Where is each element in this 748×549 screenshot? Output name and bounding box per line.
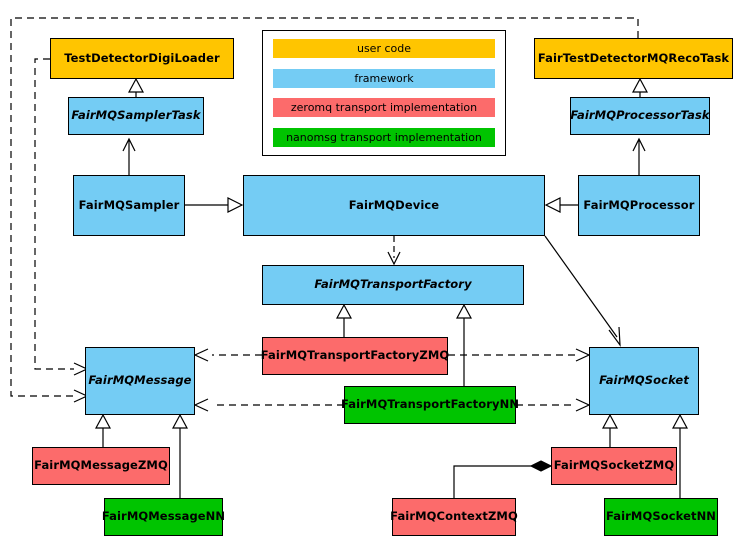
legend-item-zeromq: zeromq transport implementation (273, 98, 495, 118)
class-box-fairmqmessagenn[interactable]: FairMQMessageNN (101, 498, 226, 536)
class-label: FairTestDetectorMQRecoTask (537, 50, 730, 65)
class-box-fairtestdetectormqrecotask[interactable]: FairTestDetectorMQRecoTask (534, 38, 733, 79)
edge-tfnn-to-message (193, 398, 344, 412)
class-box-fairmqtransportfactorynn[interactable]: FairMQTransportFactoryNN (340, 386, 520, 424)
class-label: FairMQTransportFactoryNN (340, 397, 520, 412)
edge-tfnn-to-socket (516, 398, 591, 412)
class-label: FairMQSocketNN (605, 509, 717, 524)
edge-sampler-to-device (185, 197, 244, 213)
class-label: FairMQTransportFactory (314, 277, 472, 292)
edge-device-to-transportfactory (387, 236, 401, 266)
class-box-fairmqtransportfactoryzmq[interactable]: FairMQTransportFactoryZMQ (260, 337, 450, 375)
edge-device-to-socket (544, 235, 621, 347)
edge-samplertask-digiloader (127, 77, 145, 97)
class-label: TestDetectorDigiLoader (64, 50, 220, 65)
class-box-fairmqsocketnn[interactable]: FairMQSocketNN (604, 498, 718, 536)
class-box-fairmqsamplertask[interactable]: FairMQSamplerTask (68, 97, 204, 135)
edge-messagenn-to-message (171, 413, 189, 498)
edge-tfzmq-to-transportfactory (335, 303, 353, 337)
class-label: FairMQDevice (348, 197, 440, 212)
class-label: FairMQProcessor (583, 197, 695, 212)
edge-processortask-recotask (631, 77, 649, 97)
legend-item-framework: framework (273, 68, 495, 88)
class-label: FairMQSamplerTask (71, 108, 201, 123)
class-label: FairMQTransportFactoryZMQ (260, 348, 450, 363)
class-box-fairmqsampler[interactable]: FairMQSampler (73, 175, 185, 236)
edge-processor-to-device (544, 197, 578, 213)
edge-socketzmq-to-socket (601, 413, 619, 447)
class-box-fairmqmessagezmq[interactable]: FairMQMessageZMQ (32, 447, 170, 485)
class-label: FairMQContextZMQ (390, 509, 518, 524)
class-label: FairMQSocketZMQ (553, 458, 675, 473)
edge-messagezmq-to-message (94, 413, 112, 447)
class-box-fairmqsocket[interactable]: FairMQSocket (589, 347, 699, 415)
legend-label: zeromq transport implementation (290, 101, 478, 115)
class-box-testdetectordigiloader[interactable]: TestDetectorDigiLoader (50, 38, 234, 79)
class-label: FairMQMessageNN (101, 509, 226, 524)
edge-digiloader-to-message (34, 58, 74, 370)
class-label: FairMQMessageZMQ (34, 458, 168, 473)
class-box-fairmqcontextzmq[interactable]: FairMQContextZMQ (390, 498, 518, 536)
edge-socketnn-to-socket (671, 413, 689, 498)
edge-tfzmq-to-message (193, 348, 262, 362)
class-label: FairMQSampler (78, 197, 180, 212)
edge-tfnn-to-transportfactory (455, 303, 473, 386)
edge-recotask-to-message (10, 17, 639, 397)
class-box-fairmqprocessor[interactable]: FairMQProcessor (578, 175, 700, 236)
legend-label: framework (354, 71, 414, 85)
class-box-fairmqtransportfactory[interactable]: FairMQTransportFactory (262, 265, 524, 305)
class-label: FairMQSocket (599, 373, 689, 388)
legend-box: user code framework zeromq transport imp… (262, 30, 506, 156)
edge-contextzmq-to-socketzmq (453, 460, 553, 498)
legend-label: user code (356, 42, 412, 55)
edge-processor-to-processortask (632, 137, 646, 175)
class-box-fairmqdevice[interactable]: FairMQDevice (243, 175, 545, 236)
edge-tfzmq-to-socket (448, 348, 591, 362)
class-box-fairmqmessage[interactable]: FairMQMessage (85, 347, 195, 415)
legend-label: nanomsg transport implementation (286, 130, 482, 144)
legend-item-nanomsg: nanomsg transport implementation (273, 127, 495, 147)
edge-sampler-to-samplertask (122, 137, 136, 175)
class-box-fairmqprocessortask[interactable]: FairMQProcessorTask (570, 97, 710, 135)
class-label: FairMQMessage (88, 373, 192, 388)
legend-item-user-code: user code (273, 39, 495, 58)
class-label: FairMQProcessorTask (570, 108, 710, 123)
class-box-fairmqsocketzmq[interactable]: FairMQSocketZMQ (551, 447, 677, 485)
